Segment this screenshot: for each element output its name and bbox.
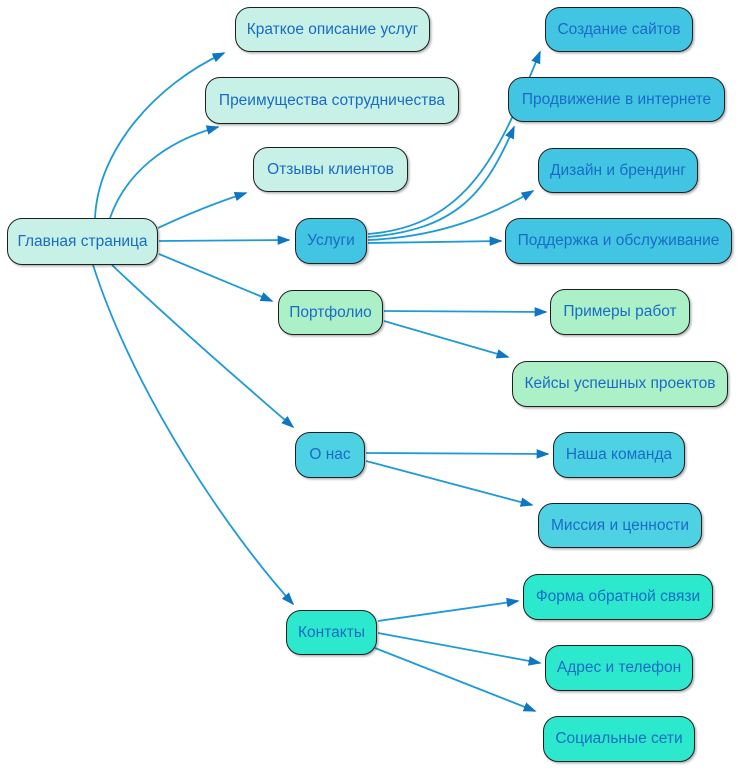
node-about-us-label: О нас: [309, 446, 351, 464]
edge-main-to-preimush: [109, 125, 220, 219]
node-case-studies: Кейсы успешных проектов: [512, 361, 728, 407]
edge-onas-to-komanda: [365, 449, 550, 459]
edge-main-to-kontakty: [92, 264, 295, 606]
node-benefits-label: Преимущества сотрудничества: [218, 91, 446, 109]
edge-uslugi-to-prodvizhenie: [367, 125, 515, 238]
node-services-overview: Краткое описание услуг: [235, 7, 430, 52]
edge-portfolio-to-primery: [383, 307, 548, 317]
node-services-label: Услуги: [307, 232, 355, 250]
edge-kontakty-to-adres: [377, 632, 542, 666]
node-services: Услуги: [295, 218, 367, 264]
node-case-studies-label: Кейсы успешных проектов: [524, 375, 716, 393]
node-internet-promotion-label: Продвижение в интернете: [521, 90, 712, 108]
edge-uslugi-to-dizain: [367, 190, 535, 241]
node-design-branding: Дизайн и брендинг: [538, 148, 698, 193]
node-support-label: Поддержка и обслуживание: [517, 232, 720, 250]
node-support: Поддержка и обслуживание: [505, 218, 732, 264]
edge-portfolio-to-keisy: [383, 320, 510, 359]
node-services-overview-label: Краткое описание услуг: [246, 20, 419, 38]
node-main-page-label: Главная страница: [17, 232, 148, 250]
node-address-phone: Адрес и телефон: [545, 645, 693, 691]
node-contacts: Контакты: [286, 610, 377, 655]
node-benefits: Преимущества сотрудничества: [205, 77, 459, 124]
node-feedback-form-label: Форма обратной связи: [535, 588, 701, 606]
node-social-networks: Социальные сети: [543, 716, 695, 762]
node-about-us: О нас: [295, 432, 365, 478]
node-mission-values: Миссия и ценности: [538, 503, 702, 548]
node-feedback-form: Форма обратной связи: [523, 574, 713, 620]
node-reviews-label: Отзывы клиентов: [267, 160, 394, 178]
edge-main-to-otzyvy: [157, 191, 248, 229]
node-work-examples: Примеры работ: [550, 289, 690, 335]
edge-kontakty-to-forma: [377, 597, 520, 622]
node-social-networks-label: Социальные сети: [555, 730, 683, 748]
node-internet-promotion: Продвижение в интернете: [508, 77, 725, 122]
node-portfolio: Портфолио: [278, 290, 383, 335]
node-our-team-label: Наша команда: [565, 446, 673, 464]
node-mission-values-label: Миссия и ценности: [551, 516, 689, 534]
edge-main-to-kratkoe: [94, 52, 226, 219]
node-site-creation-label: Создание сайтов: [557, 20, 681, 38]
node-reviews: Отзывы клиентов: [253, 147, 408, 192]
edge-main-to-onas: [111, 264, 295, 429]
edge-main-to-portfolio: [158, 253, 274, 302]
node-design-branding-label: Дизайн и брендинг: [550, 161, 686, 179]
node-our-team: Наша команда: [553, 432, 685, 478]
node-work-examples-label: Примеры работ: [563, 303, 677, 321]
node-site-creation: Создание сайтов: [545, 7, 693, 52]
node-portfolio-label: Портфолио: [289, 303, 372, 321]
edge-onas-to-missiya: [365, 460, 534, 507]
edge-uslugi-to-podderzhka: [367, 236, 503, 246]
node-main-page: Главная страница: [7, 218, 158, 265]
edge-kontakty-to-socseti: [374, 647, 537, 712]
edge-main-to-uslugi: [158, 235, 291, 245]
node-address-phone-label: Адрес и телефон: [556, 659, 682, 677]
node-contacts-label: Контакты: [298, 623, 365, 641]
